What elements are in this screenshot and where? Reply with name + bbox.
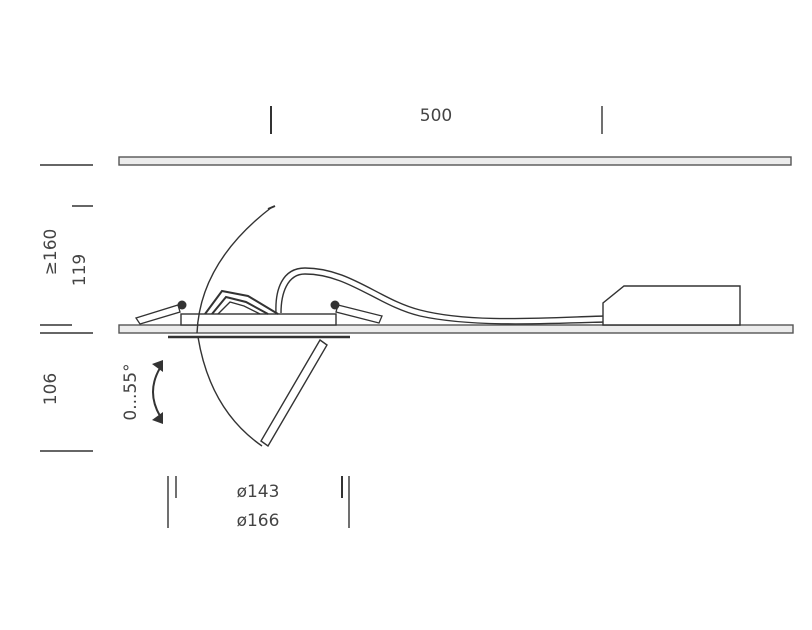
mounting-board (118, 324, 794, 334)
swing-arc-top (196, 206, 273, 334)
diameter-dimensions: ø143 ø166 (167, 476, 350, 531)
dimension-label-min-height: ≥160 (41, 229, 61, 276)
luminaire (134, 205, 383, 448)
tilt-angle-label: 0...55° (121, 363, 141, 420)
cable-outer (275, 267, 605, 320)
diameter-label-166: ø166 (237, 511, 280, 531)
dimension-label-106: 106 (41, 373, 61, 405)
vertical-dimension-marks (40, 164, 93, 452)
spring-clip-right (330, 300, 383, 324)
ceiling-board-top (118, 156, 792, 166)
dimension-label-119: 119 (70, 254, 90, 286)
housing-ring (180, 313, 337, 326)
dimension-500: 500 (270, 106, 603, 134)
driver-box (602, 285, 741, 326)
spring-clip-left (134, 300, 187, 325)
cable-inner (280, 273, 605, 325)
swing-arc-bottom (197, 336, 263, 447)
diameter-label-143: ø143 (237, 482, 280, 502)
dimension-label-500: 500 (420, 106, 452, 126)
bracket (204, 289, 279, 315)
tilt-arrow-icon (152, 360, 163, 424)
power-cable (275, 267, 605, 325)
tilted-reflector (260, 338, 328, 448)
